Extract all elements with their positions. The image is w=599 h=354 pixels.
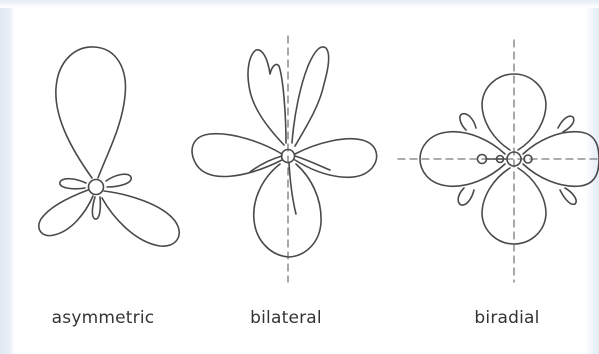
asym-center (89, 180, 104, 195)
label-bilateral: bilateral (250, 308, 322, 328)
biradial-small-petal-top-left (460, 114, 476, 130)
biradial-flower-drawing (398, 40, 599, 282)
label-asymmetric: asymmetric (52, 308, 155, 328)
label-biradial: biradial (474, 308, 539, 328)
bilateral-upper-left-petal (248, 50, 286, 145)
asym-small-petal-right (106, 174, 131, 187)
bilateral-left-petal (192, 134, 282, 177)
asym-upper-petal (56, 47, 126, 178)
asym-left-petal (39, 190, 93, 236)
biradial-small-petal-bottom-left (458, 188, 474, 205)
asymmetric-flower-drawing (39, 47, 179, 246)
bilateral-upper-right-petal (292, 47, 329, 146)
biradial-small-petal-bottom-right (560, 188, 576, 204)
bilateral-right-petal (295, 139, 377, 178)
asym-right-petal (102, 191, 179, 246)
asym-small-petal-left (60, 179, 86, 189)
asym-small-petal-bottom (92, 197, 100, 219)
bilateral-flower-drawing (192, 36, 376, 282)
biradial-small-petal-top-right (558, 116, 574, 132)
